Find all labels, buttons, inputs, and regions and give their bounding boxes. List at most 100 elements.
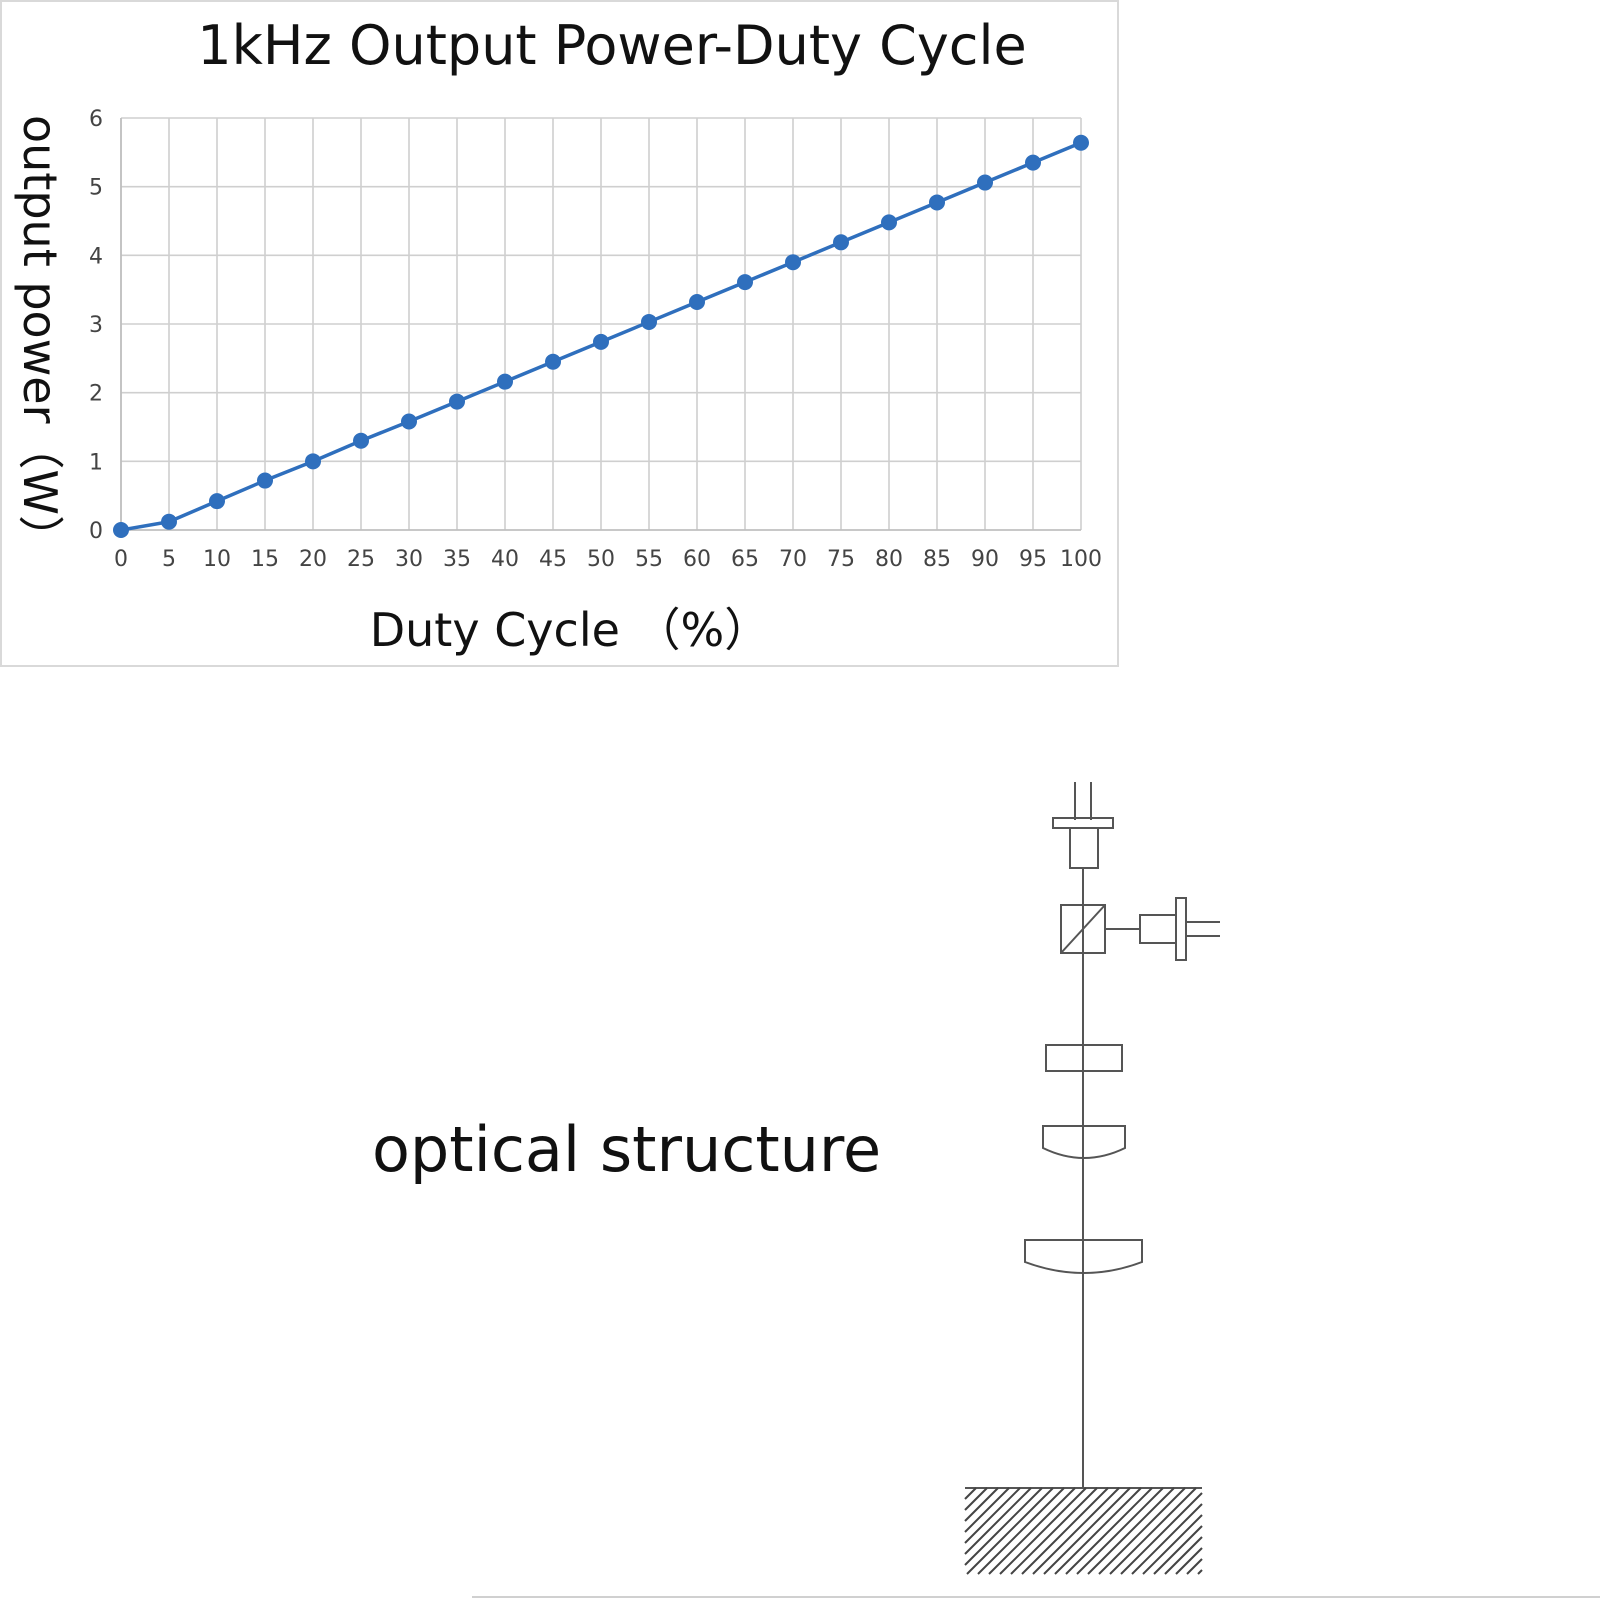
data-point — [449, 393, 465, 410]
x-tick-label: 60 — [683, 547, 711, 572]
data-point — [113, 522, 129, 538]
hatch-line — [1175, 1547, 1203, 1575]
x-tick-label: 25 — [347, 547, 375, 572]
y-tick-label: 2 — [89, 382, 103, 407]
data-point — [305, 453, 321, 470]
chart-title: 1kHz Output Power-Duty Cycle — [197, 14, 1026, 77]
y-tick-label: 1 — [89, 450, 103, 475]
x-tick-label: 95 — [1019, 547, 1047, 572]
cube-diagonal — [1060, 904, 1106, 954]
data-point — [161, 513, 177, 530]
x-tick-label: 30 — [395, 547, 423, 572]
x-tick-label: 15 — [251, 547, 279, 572]
data-point — [353, 432, 369, 449]
hatch-line — [1032, 1487, 1120, 1575]
x-axis-title: Duty Cycle （%） — [370, 603, 771, 657]
y-tick-label: 6 — [89, 107, 103, 132]
y-axis-title: output power（W） — [13, 115, 67, 561]
hatch-line — [1076, 1487, 1164, 1575]
hatch-line — [1153, 1525, 1203, 1575]
x-tick-label: 75 — [827, 547, 855, 572]
y-tick-label: 3 — [89, 313, 103, 338]
hatch-line — [1021, 1487, 1109, 1575]
hatch-line — [999, 1487, 1087, 1575]
y-tick-label: 4 — [89, 244, 103, 269]
data-point — [257, 472, 273, 489]
x-tick-label: 20 — [299, 547, 327, 572]
axes — [120, 118, 1081, 531]
data-point — [833, 234, 849, 251]
laser-diode-side — [1105, 897, 1220, 961]
hatch-line — [1054, 1487, 1142, 1575]
x-tick-label: 50 — [587, 547, 615, 572]
data-point — [209, 493, 225, 510]
data-point — [593, 333, 609, 350]
y-tick-label: 0 — [89, 519, 103, 544]
data-point — [689, 294, 705, 311]
lens-plano-convex-large — [1024, 1239, 1143, 1274]
data-point — [1025, 154, 1041, 171]
hatch-line — [964, 1487, 1032, 1555]
hatch-line — [1142, 1514, 1203, 1575]
x-tick-label: 100 — [1060, 547, 1102, 572]
optical-structure-diagram — [964, 782, 1220, 1575]
hatch-line — [1087, 1487, 1175, 1575]
hatch-line — [964, 1487, 977, 1500]
hatch-line — [1197, 1569, 1203, 1575]
data-point — [785, 254, 801, 271]
data-point — [641, 313, 657, 330]
y-tick-label: 5 — [89, 176, 103, 201]
x-tick-label: 85 — [923, 547, 951, 572]
diode-body — [1069, 827, 1099, 869]
grid — [120, 117, 1082, 531]
hatch-line — [988, 1487, 1076, 1575]
series-points-layer — [113, 134, 1089, 538]
data-point — [497, 373, 513, 390]
hatch-line — [977, 1487, 1065, 1575]
hatch-line — [1164, 1536, 1203, 1575]
hatch-line — [1120, 1492, 1203, 1575]
hatch-line — [964, 1487, 1021, 1544]
side-diode-body — [1139, 914, 1177, 944]
hatch-line — [1010, 1487, 1098, 1575]
laser-diode-top — [1052, 782, 1114, 869]
side-diode-flange — [1175, 897, 1187, 961]
hatch-line — [1109, 1487, 1197, 1575]
hatch-line — [964, 1487, 999, 1522]
hatching — [964, 1487, 1203, 1575]
x-tick-label: 80 — [875, 547, 903, 572]
hatch-line — [964, 1487, 988, 1511]
x-tick-label: 70 — [779, 547, 807, 572]
x-tick-label: 90 — [971, 547, 999, 572]
data-point — [929, 194, 945, 211]
x-tick-label: 5 — [162, 547, 176, 572]
x-tick-label: 55 — [635, 547, 663, 572]
work-surface-hatch — [964, 1487, 1203, 1575]
hatch-line — [966, 1487, 1054, 1575]
lens-plano-convex-small — [1042, 1125, 1126, 1159]
data-point — [545, 353, 561, 370]
data-point — [977, 174, 993, 191]
x-tick-label: 45 — [539, 547, 567, 572]
data-point — [1073, 134, 1089, 151]
hatch-line — [1186, 1558, 1203, 1575]
data-point — [881, 214, 897, 231]
hatch-line — [964, 1487, 1043, 1566]
chart-frame — [0, 0, 1119, 667]
x-tick-label: 10 — [203, 547, 231, 572]
optical-window — [1045, 1044, 1123, 1072]
x-tick-label: 40 — [491, 547, 519, 572]
hatch-line — [964, 1487, 1010, 1533]
x-tick-label: 35 — [443, 547, 471, 572]
hatch-line — [1098, 1487, 1186, 1575]
optical-structure-caption: optical structure — [372, 1113, 881, 1186]
hatch-line — [1131, 1503, 1203, 1575]
data-point — [737, 274, 753, 291]
hatch-line — [1043, 1487, 1131, 1575]
data-point — [401, 413, 417, 430]
x-tick-label: 65 — [731, 547, 759, 572]
diode-flange — [1052, 817, 1114, 829]
